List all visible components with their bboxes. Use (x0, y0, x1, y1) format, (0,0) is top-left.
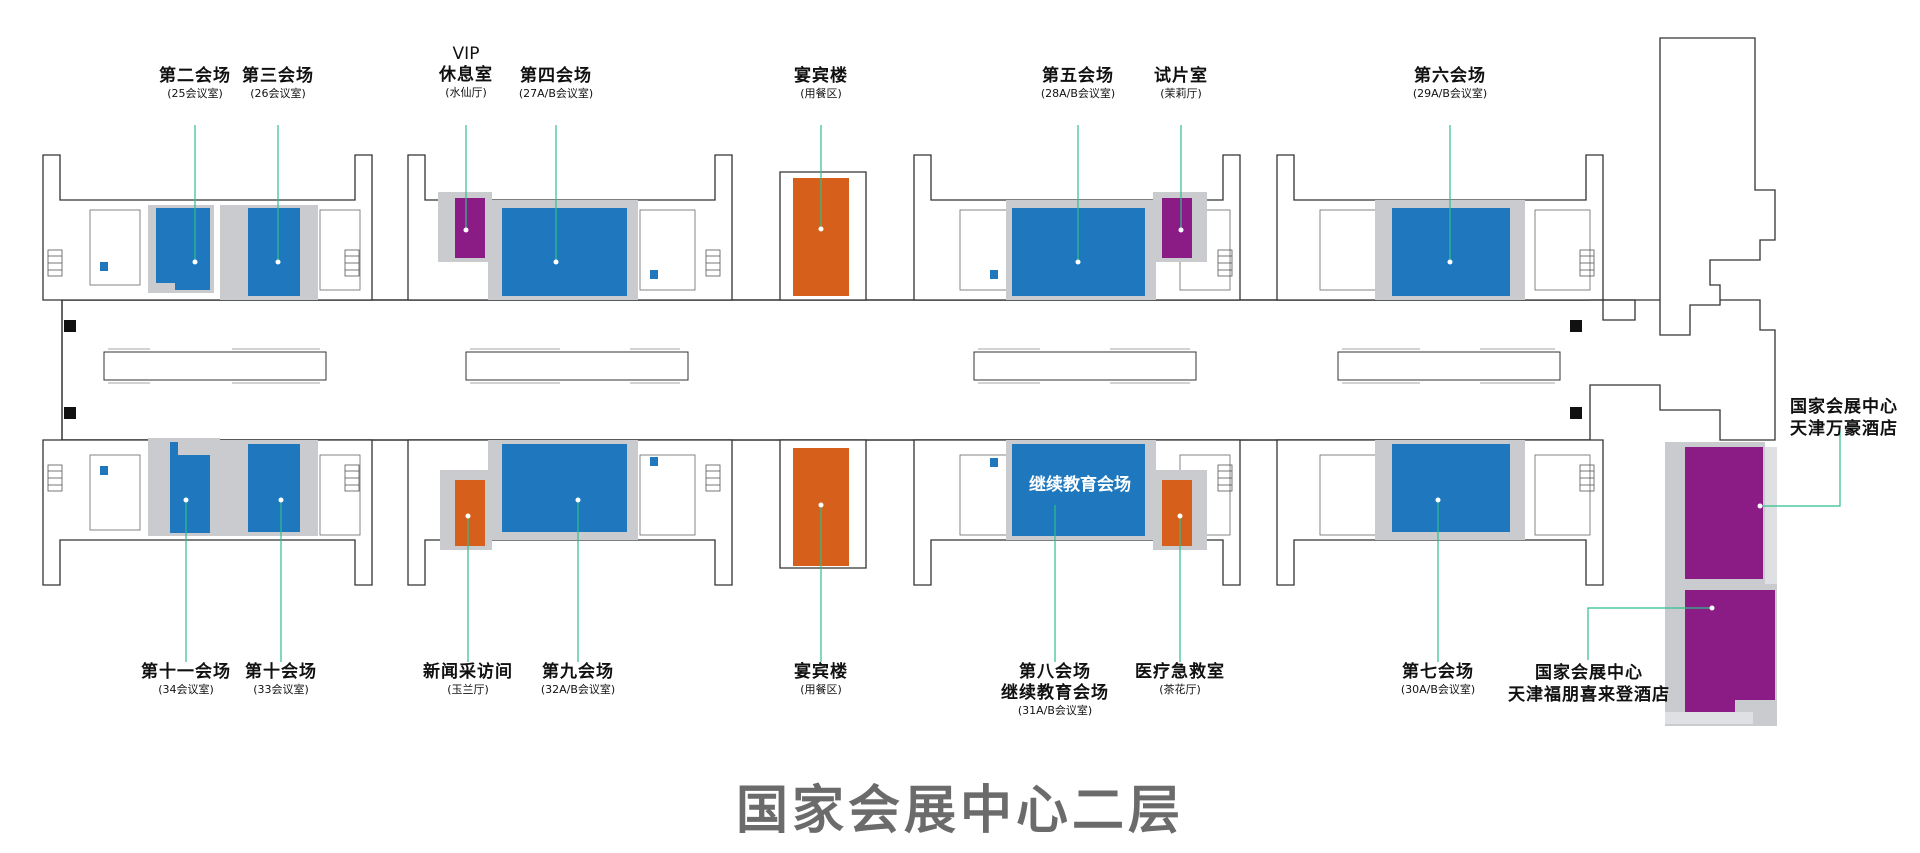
press-name: 新闻采访间 (423, 662, 513, 682)
hall7-name: 第七会场 (1401, 662, 1474, 682)
hall11-sub: (34会议室) (158, 683, 214, 696)
hall9-name: 第九会场 (541, 662, 614, 682)
hotel-marriott-line1: 国家会展中心 (1790, 397, 1898, 417)
label-hall10: 第十会场 (33会议室) (245, 662, 317, 696)
hall8-name2: 继续教育会场 (1001, 683, 1109, 703)
label-hotel-fourpoints: 国家会展中心 天津福朋喜来登酒店 (1503, 662, 1675, 706)
interior-walls (89, 209, 1591, 536)
hotel-marriott-block (1665, 442, 1777, 584)
banquet-bottom-sub: (用餐区) (800, 683, 842, 696)
restroom-icon (100, 262, 998, 475)
hall3-sub: (26会议室) (250, 87, 306, 100)
hall11-name: 第十一会场 (141, 662, 231, 682)
label-banquet-bottom: 宴宾楼 (用餐区) (794, 662, 848, 696)
hall6-sub: (29A/B会议室) (1412, 87, 1488, 100)
medical-name: 医疗急救室 (1135, 662, 1225, 682)
label-hall6: 第六会场 (29A/B会议室) (1413, 66, 1487, 100)
hall9-sub: (32A/B会议室) (540, 683, 616, 696)
hall8-sub: (31A/B会议室) (1017, 704, 1093, 717)
hotel-fourpoints-line2: 天津福朋喜来登酒店 (1508, 685, 1670, 705)
label-hall9: 第九会场 (32A/B会议室) (541, 662, 615, 696)
label-banquet-top: 宴宾楼 (用餐区) (794, 66, 848, 100)
hall3-name: 第三会场 (242, 66, 314, 86)
hall7-sub: (30A/B会议室) (1400, 683, 1476, 696)
label-press: 新闻采访间 (玉兰厅) (423, 662, 513, 696)
hall4-sub: (27A/B会议室) (518, 87, 594, 100)
hall2-sub: (25会议室) (167, 87, 223, 100)
vip-sub: (水仙厅) (445, 86, 487, 99)
hall6-name: 第六会场 (1413, 66, 1486, 86)
hall8-room-label: 继续教育会场 (1029, 475, 1131, 495)
hotel-fourpoints-line1: 国家会展中心 (1535, 663, 1643, 683)
screening-name: 试片室 (1154, 66, 1208, 86)
label-hall8: 第八会场 继续教育会场 (31A/B会议室) (1001, 662, 1109, 717)
banquet-bottom-name: 宴宾楼 (794, 662, 848, 682)
hotel-marriott-line2: 天津万豪酒店 (1790, 419, 1898, 439)
escalator-bank (103, 348, 1561, 384)
page-title: 国家会展中心二层 (735, 781, 1185, 841)
label-hall3: 第三会场 (26会议室) (242, 66, 314, 100)
screening-sub: (茉莉厅) (1160, 87, 1202, 100)
medical-sub: (茶花厅) (1159, 683, 1201, 696)
hall4-name: 第四会场 (519, 66, 592, 86)
hall10-name: 第十会场 (245, 662, 317, 682)
label-hall7: 第七会场 (30A/B会议室) (1401, 662, 1475, 696)
vip-prefix: VIP (452, 44, 480, 64)
label-hall4: 第四会场 (27A/B会议室) (519, 66, 593, 100)
label-hall11: 第十一会场 (34会议室) (141, 662, 231, 696)
hall10-sub: (33会议室) (253, 683, 309, 696)
hall2-name: 第二会场 (159, 66, 231, 86)
hotel-tower-outline (1589, 37, 1776, 441)
banquet-top-sub: (用餐区) (800, 87, 842, 100)
label-screening: 试片室 (茉莉厅) (1154, 66, 1208, 100)
vip-name: 休息室 (439, 65, 493, 85)
hall8-name: 第八会场 (1019, 662, 1091, 682)
label-hotel-marriott: 国家会展中心 天津万豪酒店 (1790, 396, 1898, 440)
label-medical: 医疗急救室 (茶花厅) (1135, 662, 1225, 696)
press-sub: (玉兰厅) (447, 683, 489, 696)
banquet-top-name: 宴宾楼 (794, 66, 848, 86)
label-vip: VIP 休息室 (水仙厅) (439, 44, 493, 99)
leader-lines (185, 125, 1841, 662)
label-hall2: 第二会场 (25会议室) (159, 66, 231, 100)
hotel-fourpoints-block (1665, 584, 1777, 726)
pillar (64, 320, 1582, 419)
hall5-name: 第五会场 (1041, 66, 1114, 86)
hall5-sub: (28A/B会议室) (1040, 87, 1116, 100)
location-dot (183, 226, 1763, 611)
stairs-icon (47, 249, 1595, 492)
label-hall5: 第五会场 (28A/B会议室) (1041, 66, 1115, 100)
